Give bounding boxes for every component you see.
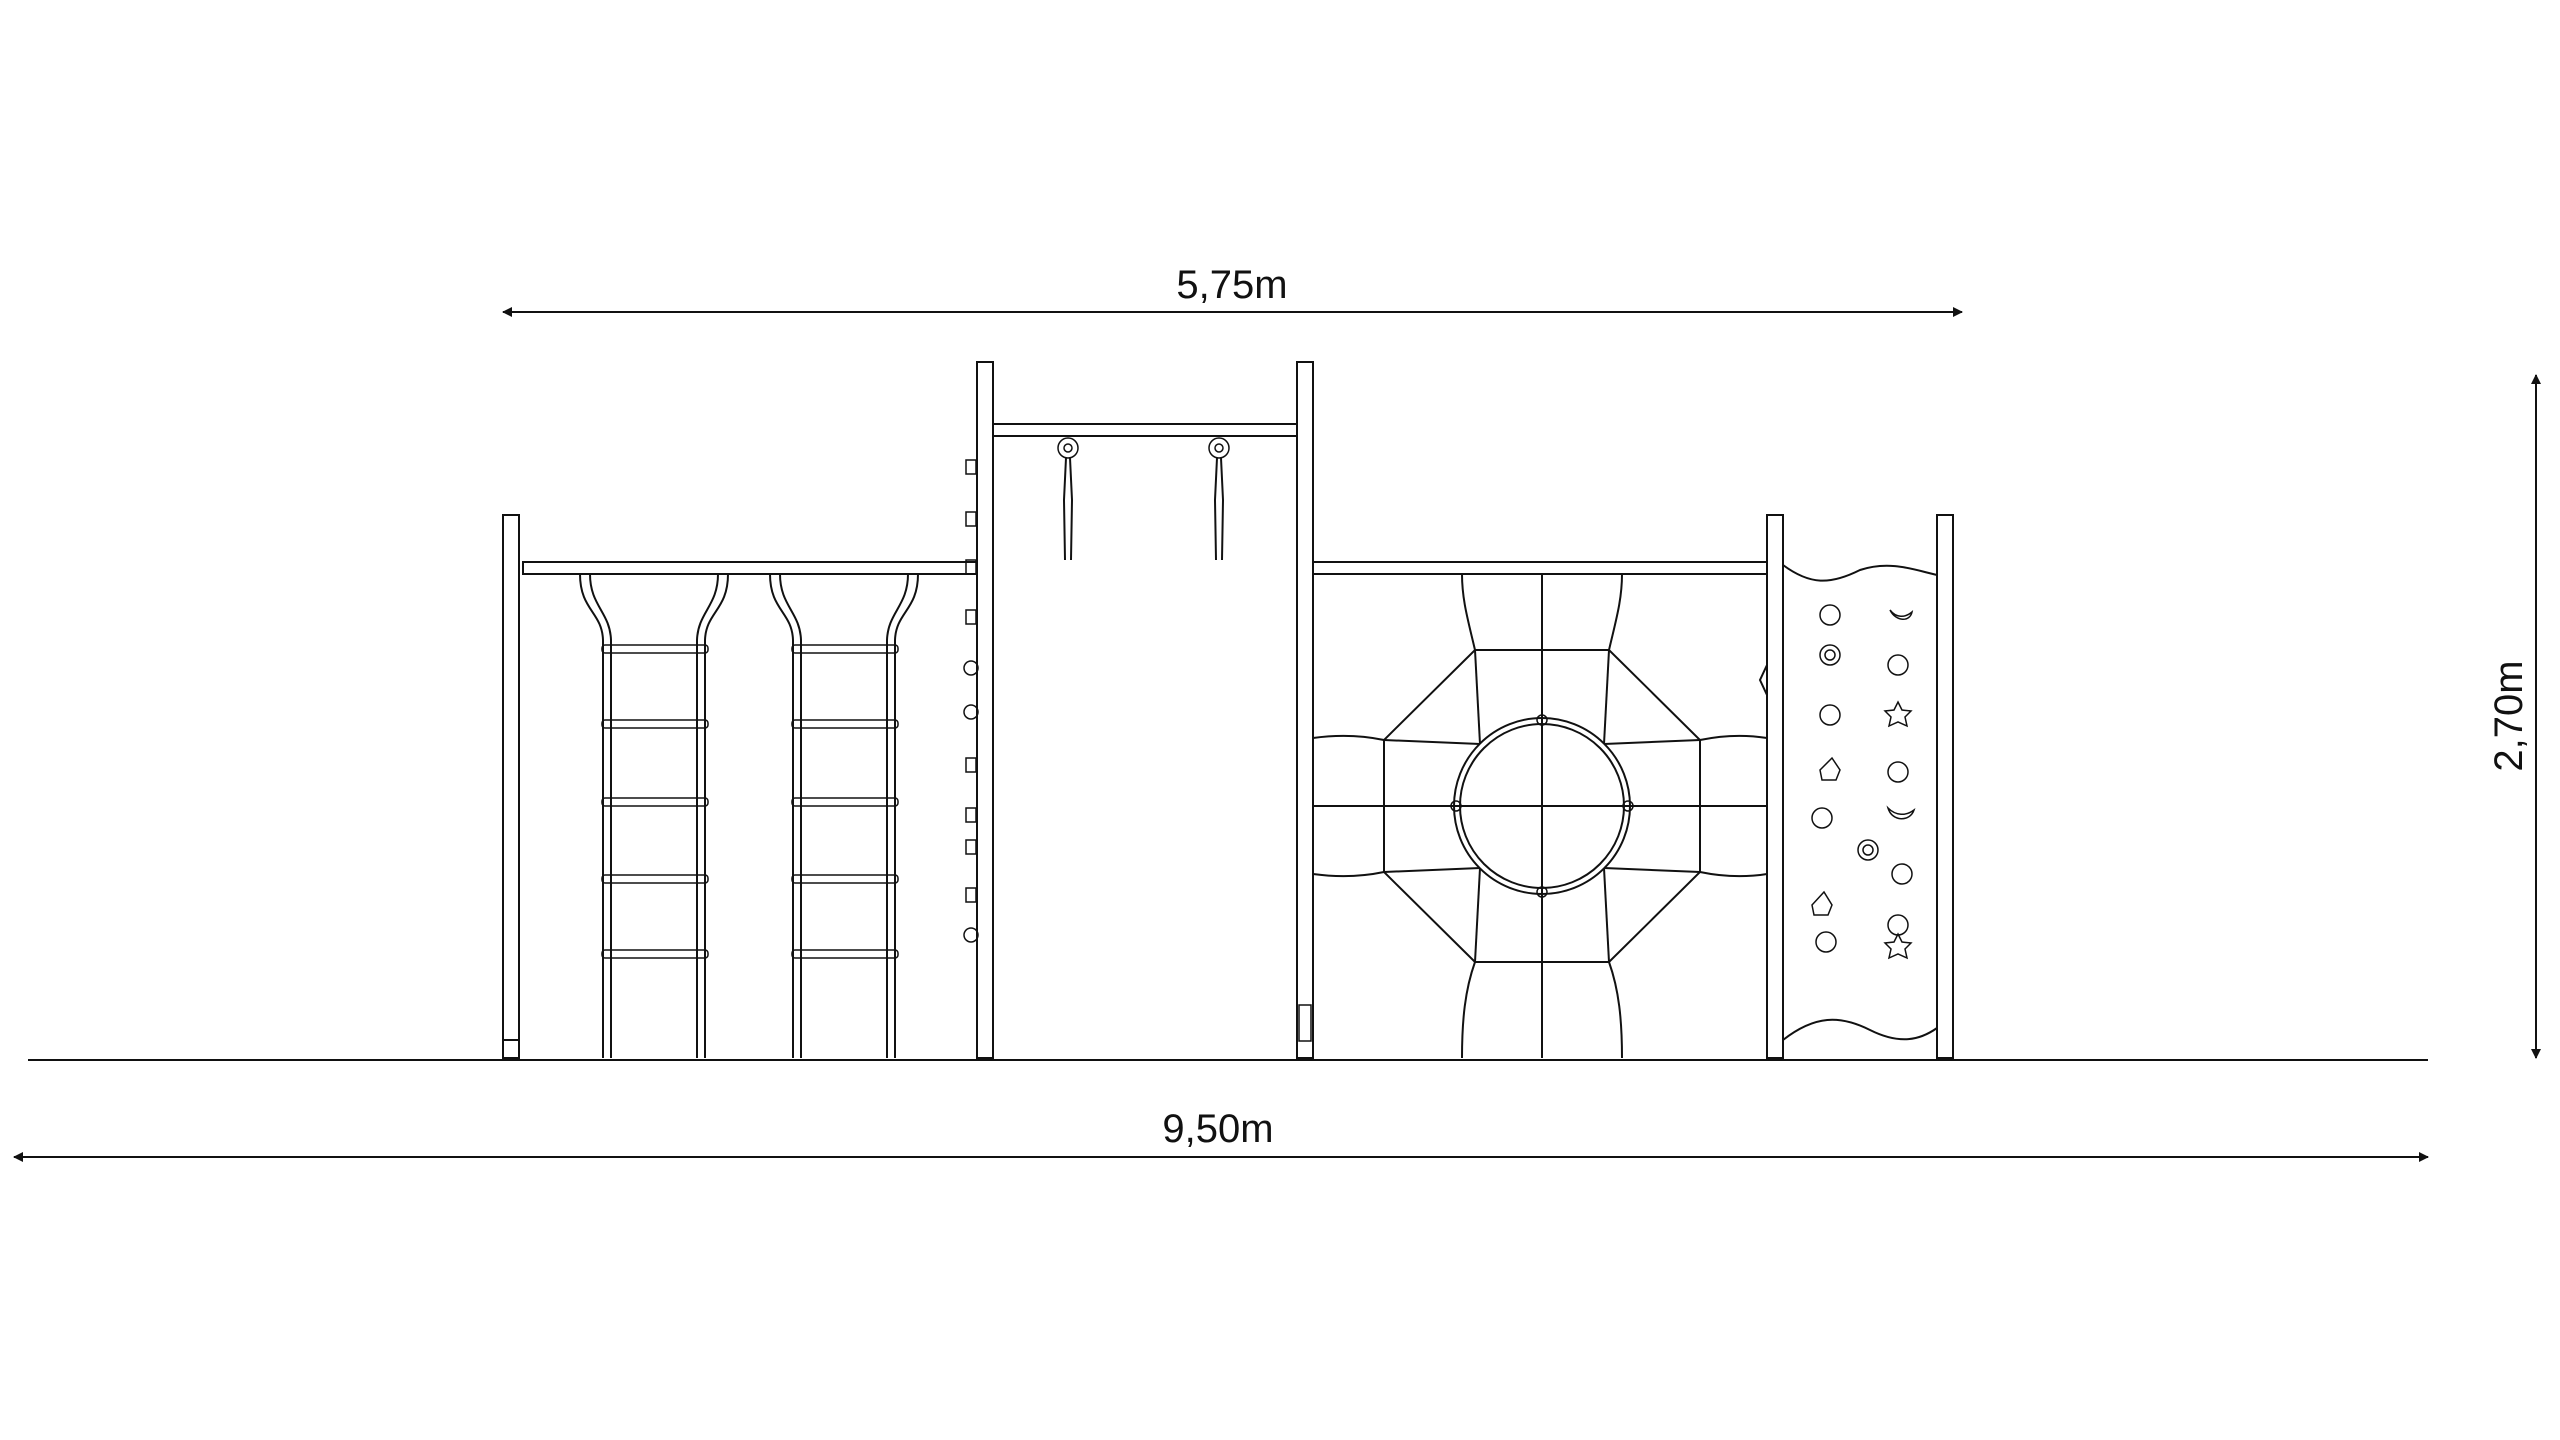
climbing-wall-frame xyxy=(1758,514,1954,1059)
rope-ladder-2 xyxy=(769,573,919,1058)
top-width-label: 5,75m xyxy=(1176,263,1287,307)
climbing-holds-column xyxy=(963,459,979,943)
left-ladder-frame xyxy=(502,514,980,1059)
height-label: 2,70m xyxy=(2487,660,2531,771)
dimension-total-width: 9,50m xyxy=(13,1107,2429,1162)
rope-ladder-1 xyxy=(579,573,729,1058)
spider-web-net xyxy=(1312,573,1768,1059)
climbing-wall-holds xyxy=(1811,604,1916,960)
total-width-label: 9,50m xyxy=(1162,1107,1273,1151)
center-tower-frame xyxy=(976,361,1314,1059)
gymnastic-ring-right xyxy=(1208,437,1230,561)
gymnastic-ring-left xyxy=(1057,437,1079,561)
dimension-height: 2,70m xyxy=(2487,374,2541,1059)
spider-web-frame xyxy=(1312,561,1768,575)
dimension-top-width: 5,75m xyxy=(502,263,1963,317)
